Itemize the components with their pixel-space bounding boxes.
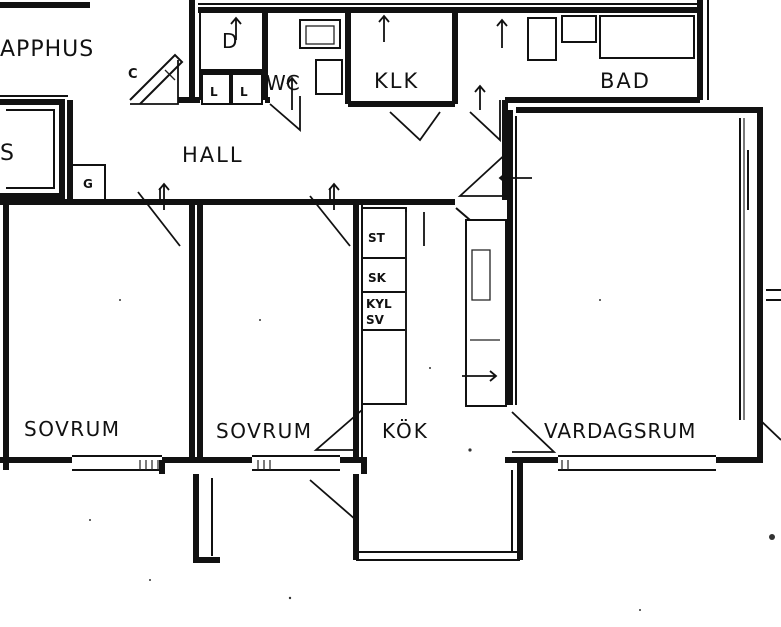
label-wc: WC [266,71,300,95]
label-s: S [0,141,14,166]
label-kok: KÖK [382,419,429,443]
label-vardagsrum: VARDAGSRUM [544,419,696,443]
label-sk: SK [368,271,387,285]
ventilation-arrows [158,14,532,382]
label-hall: HALL [182,143,244,167]
label-bad: BAD [600,69,651,93]
label-klk: KLK [374,69,419,93]
label-sv: SV [366,313,385,327]
fixtures [69,15,695,201]
scan-speckle [89,299,775,611]
label-sovrum-1: SOVRUM [24,417,121,441]
label-l2: L [240,85,248,99]
label-l1: L [210,85,218,99]
label-d: D [222,29,237,53]
kitchen-counters [361,207,507,407]
label-st: ST [368,231,386,245]
label-sovrum-2: SOVRUM [216,419,313,443]
label-trapphus: APPHUS [0,37,94,62]
doors [130,60,781,521]
label-g: G [83,177,93,191]
label-c: C [128,67,138,82]
label-kyl: KYL [366,297,392,311]
windows [139,118,745,470]
room-labels: APPHUS S HALL WC KLK BAD D C L L G ST SK… [0,29,696,443]
